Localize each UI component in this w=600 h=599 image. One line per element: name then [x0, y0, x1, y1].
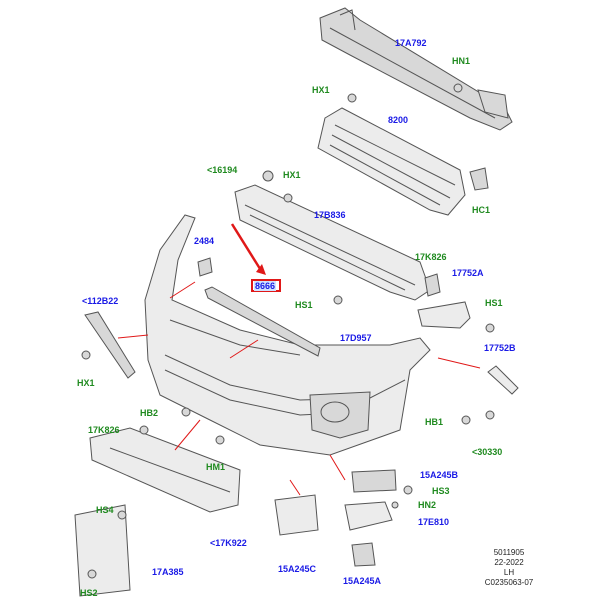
label-hx1-left[interactable]: HX1 — [77, 378, 95, 388]
label-hn2[interactable]: HN2 — [418, 500, 437, 510]
label-8200[interactable]: 8200 — [388, 115, 409, 125]
label-hs1-left[interactable]: HS1 — [295, 300, 313, 310]
label-2484[interactable]: 2484 — [194, 236, 215, 246]
label-hs2[interactable]: HS2 — [80, 588, 98, 598]
fastener-hx1-top[interactable] — [347, 93, 357, 103]
label-16194[interactable]: <16194 — [207, 165, 238, 175]
label-17k826-left[interactable]: 17K826 — [88, 425, 120, 435]
label-17e810[interactable]: 17E810 — [418, 517, 450, 527]
label-15a245b[interactable]: 15A245B — [420, 470, 459, 480]
label-17a385[interactable]: 17A385 — [152, 567, 184, 577]
drawing-reference: 5011905 22-2022 LH C0235063-07 — [474, 548, 544, 588]
label-hx1-mid[interactable]: HX1 — [283, 170, 301, 180]
fastener-hs1-left[interactable] — [333, 295, 343, 305]
meta-line-2: 22-2022 — [494, 558, 524, 567]
fastener-16194[interactable] — [262, 170, 274, 182]
label-17b836[interactable]: 17B836 — [314, 210, 346, 220]
fastener-30330[interactable] — [485, 410, 495, 420]
label-17752b[interactable]: 17752B — [484, 343, 516, 353]
label-hn1[interactable]: HN1 — [452, 56, 471, 66]
fastener-hs3[interactable] — [403, 485, 413, 495]
trim-17752b[interactable] — [487, 365, 519, 395]
label-17a792[interactable]: 17A792 — [395, 38, 427, 48]
label-hb2[interactable]: HB2 — [140, 408, 159, 418]
fastener-hn2[interactable] — [391, 501, 399, 509]
label-hc1[interactable]: HC1 — [472, 205, 491, 215]
label-hm1[interactable]: HM1 — [206, 462, 226, 472]
fastener-hm1[interactable] — [215, 435, 225, 445]
fastener-hb2[interactable] — [181, 407, 191, 417]
cover-15a245c[interactable] — [274, 494, 319, 536]
bracket-2484[interactable] — [197, 257, 213, 277]
upper-trim-strip[interactable] — [204, 286, 321, 357]
label-112b22[interactable]: <112B22 — [82, 296, 119, 306]
meta-line-3: LH — [503, 568, 515, 577]
meta-line-1: 5011905 — [493, 548, 525, 557]
cover-15a245a[interactable] — [351, 542, 376, 567]
fastener-17k826[interactable] — [139, 425, 149, 435]
cover-15a245b[interactable] — [351, 469, 397, 493]
fastener-hn1[interactable] — [453, 83, 463, 93]
label-hx1-top[interactable]: HX1 — [312, 85, 330, 95]
label-15a245a[interactable]: 15A245A — [343, 576, 382, 586]
label-17752a[interactable]: 17752A — [452, 268, 484, 278]
fastener-hs1-right[interactable] — [485, 323, 495, 333]
label-17k922[interactable]: <17K922 — [210, 538, 247, 548]
fastener-hs4[interactable] — [117, 510, 127, 520]
fastener-hs2[interactable] — [87, 569, 97, 579]
fastener-hx1-mid[interactable] — [283, 193, 293, 203]
highlighted-part-8666[interactable]: 8666 — [251, 279, 281, 292]
bezel-17e810[interactable] — [344, 501, 393, 531]
label-17d957[interactable]: 17D957 — [340, 333, 372, 343]
side-bracket-left[interactable] — [84, 311, 136, 379]
bumper-beam[interactable] — [319, 7, 513, 131]
undertray[interactable] — [89, 427, 241, 513]
label-hb1[interactable]: HB1 — [425, 417, 444, 427]
label-15a245c[interactable]: 15A245C — [278, 564, 317, 574]
energy-absorber[interactable] — [234, 184, 431, 301]
label-hs4[interactable]: HS4 — [96, 505, 114, 515]
label-17k826-right[interactable]: 17K826 — [415, 252, 447, 262]
bumper-cover[interactable] — [144, 214, 431, 456]
label-30330[interactable]: <30330 — [472, 447, 503, 457]
fastener-hb1[interactable] — [461, 415, 471, 425]
bracket-right[interactable] — [424, 273, 441, 297]
label-8666[interactable]: 8666 — [254, 281, 277, 291]
label-hs3[interactable]: HS3 — [432, 486, 450, 496]
fastener-hx1-left[interactable] — [81, 350, 91, 360]
label-hs1-right[interactable]: HS1 — [485, 298, 503, 308]
grille[interactable] — [317, 107, 489, 216]
fog-bezel-17752a[interactable] — [417, 301, 471, 329]
leader-lines — [117, 223, 481, 496]
meta-line-4: C0235063-07 — [484, 578, 534, 587]
